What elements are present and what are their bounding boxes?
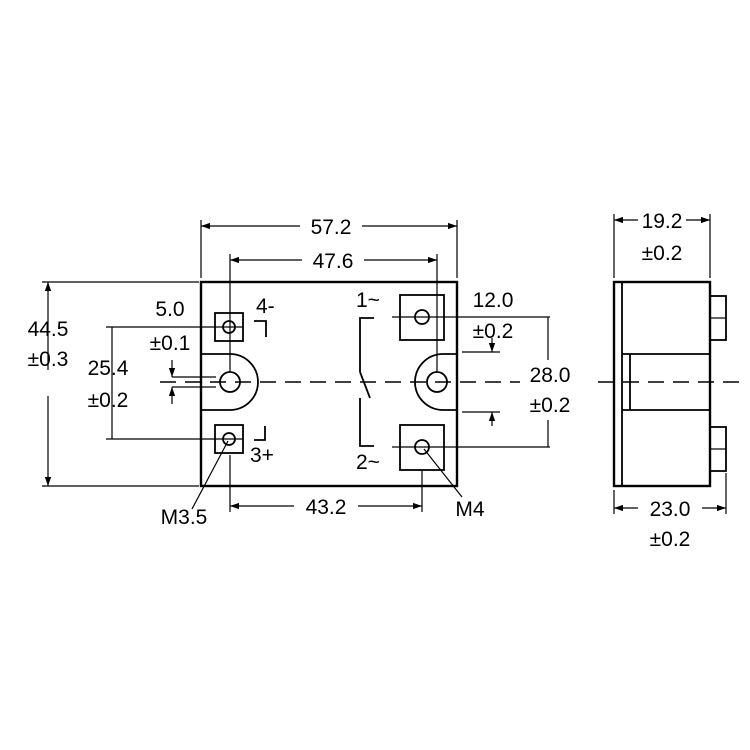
control-pitch-tolerance: ±0.1 [150, 332, 191, 355]
mounting-spacing-value: 47.6 [313, 250, 354, 273]
terminal-spacing-value: 43.2 [306, 496, 347, 519]
load-screw-leader [423, 448, 463, 498]
dim-overall-height: 44.5 ±0.3 [28, 281, 199, 487]
side-view: 19.2 ±0.2 23.0 ±0.2 [598, 210, 740, 551]
control-pitch-value: 5.0 [155, 298, 184, 321]
load-pitch-tolerance: ±0.2 [473, 320, 514, 343]
dim-terminal-spacing: 43.2 [229, 455, 423, 519]
total-depth-tolerance: ±0.2 [650, 528, 691, 551]
side-body-outline [612, 280, 712, 488]
terminal-plus-label: 3+ [250, 444, 274, 467]
dim-overall-width: 57.2 [200, 216, 458, 278]
front-view: 4- 3+ 1~ 2~ 57.2 47.6 44.5 [28, 216, 571, 529]
control-spacing-value: 25.4 [88, 357, 129, 380]
control-spacing-tolerance: ±0.2 [88, 389, 129, 412]
dim-load-pitch: 12.0 ±0.2 [462, 289, 513, 426]
switch-symbol [359, 317, 374, 447]
control-screw-leader [191, 440, 229, 510]
dim-body-depth: 19.2 ±0.2 [613, 210, 711, 278]
overall-height-tolerance: ±0.3 [28, 348, 69, 371]
body-depth-value: 19.2 [642, 210, 683, 233]
load-screw-label: M4 [455, 498, 484, 521]
overall-height-value: 44.5 [28, 318, 69, 341]
body-depth-tolerance: ±0.2 [642, 242, 683, 265]
relay-body-outline [199, 280, 459, 488]
side-body-groove [622, 353, 710, 411]
dim-control-spacing: 25.4 ±0.2 [88, 326, 215, 440]
overall-width-value: 57.2 [311, 216, 352, 239]
control-screw-label: M3.5 [161, 506, 208, 529]
dim-mounting-spacing: 47.6 [229, 250, 438, 372]
dim-total-depth: 23.0 ±0.2 [613, 473, 727, 551]
terminal-minus-bracket [254, 320, 267, 337]
left-mounting-slot [201, 353, 259, 411]
terminal-minus-label: 4- [256, 295, 275, 318]
terminal-ac2-label: 2~ [356, 451, 380, 474]
load-spacing-tolerance: ±0.2 [530, 394, 571, 417]
total-depth-value: 23.0 [650, 498, 691, 521]
load-pitch-value: 12.0 [473, 289, 514, 312]
dim-load-spacing: 28.0 ±0.2 [530, 317, 571, 447]
load-spacing-value: 28.0 [530, 364, 571, 387]
terminal-plus-bracket [254, 426, 266, 441]
dim-control-pitch: 5.0 ±0.1 [150, 298, 216, 404]
terminal-ac1-label: 1~ [356, 289, 380, 312]
